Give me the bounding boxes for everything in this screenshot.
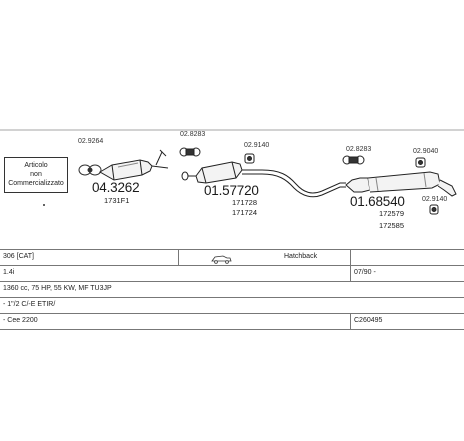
middle-silencer-icon [195, 161, 346, 198]
part-ref-clamp-right[interactable]: 02.8283 [346, 146, 372, 153]
table-row: - Cee 2200 C260495 [0, 313, 464, 329]
hanger-icon [429, 204, 439, 215]
table-row: - 1"/2 C/-E ETIR/ [0, 297, 464, 313]
not-available-box: Articolo non Commercializzato [4, 157, 68, 193]
sensor-icon [155, 149, 167, 166]
clamp-icon [342, 155, 365, 165]
vehicle-date: 07/90 - [354, 269, 376, 276]
part-number-rear-silencer[interactable]: 01.68540 [350, 194, 405, 209]
table-row: 1.4i 07/90 - [0, 265, 464, 281]
part-ref-middle-silencer-2: 171724 [232, 208, 258, 217]
hanger-icon [415, 157, 426, 168]
box-line-1: Articolo [24, 162, 48, 169]
catalog-code: C260495 [354, 317, 383, 324]
catalytic-converter-icon [99, 159, 169, 181]
vehicle-model: 306 [CAT] [3, 253, 34, 260]
part-ref-catalytic: 1731F1 [104, 196, 130, 205]
part-number-catalytic[interactable]: 04.3262 [92, 180, 140, 195]
part-ref-mount-rear[interactable]: 02.9040 [413, 148, 439, 155]
part-ref-rear-silencer-1: 172579 [379, 209, 405, 218]
vehicle-spec-2: - 1"/2 C/-E ETIR/ [3, 301, 56, 308]
rubber-mount-icon [244, 153, 255, 164]
rear-silencer-icon [345, 171, 457, 197]
car-body-icon [211, 255, 232, 264]
part-ref-middle-silencer-1: 171728 [232, 198, 258, 207]
box-line-3: Commercializzato [8, 180, 64, 187]
vehicle-body: Hatchback [284, 253, 318, 260]
part-ref-hanger-under[interactable]: 02.9140 [422, 196, 448, 203]
table-row: 1360 cc, 75 HP, 55 KW, MF TU3JP [0, 281, 464, 297]
table-row: 306 [CAT] Hatchback [0, 249, 464, 265]
pipe-joint-icon [181, 171, 196, 181]
clamp-icon [179, 147, 201, 157]
table-bottom-border [0, 329, 464, 330]
part-number-middle-silencer[interactable]: 01.57720 [204, 183, 259, 198]
column-divider [350, 249, 351, 281]
vehicle-engine: 1.4i [3, 269, 15, 276]
marker-dot [43, 204, 45, 206]
flange-part-icon [78, 164, 102, 176]
part-ref-flange[interactable]: 02.9264 [78, 138, 104, 145]
vehicle-spec: 1360 cc, 75 HP, 55 KW, MF TU3JP [3, 285, 112, 292]
column-divider [178, 249, 179, 265]
box-line-2: non [30, 171, 42, 178]
part-ref-mount-middle[interactable]: 02.9140 [244, 142, 270, 149]
column-divider [350, 313, 351, 329]
vehicle-code: - Cee 2200 [3, 317, 38, 324]
part-ref-clamp-left[interactable]: 02.8283 [180, 131, 206, 138]
part-ref-rear-silencer-2: 172585 [379, 221, 405, 230]
